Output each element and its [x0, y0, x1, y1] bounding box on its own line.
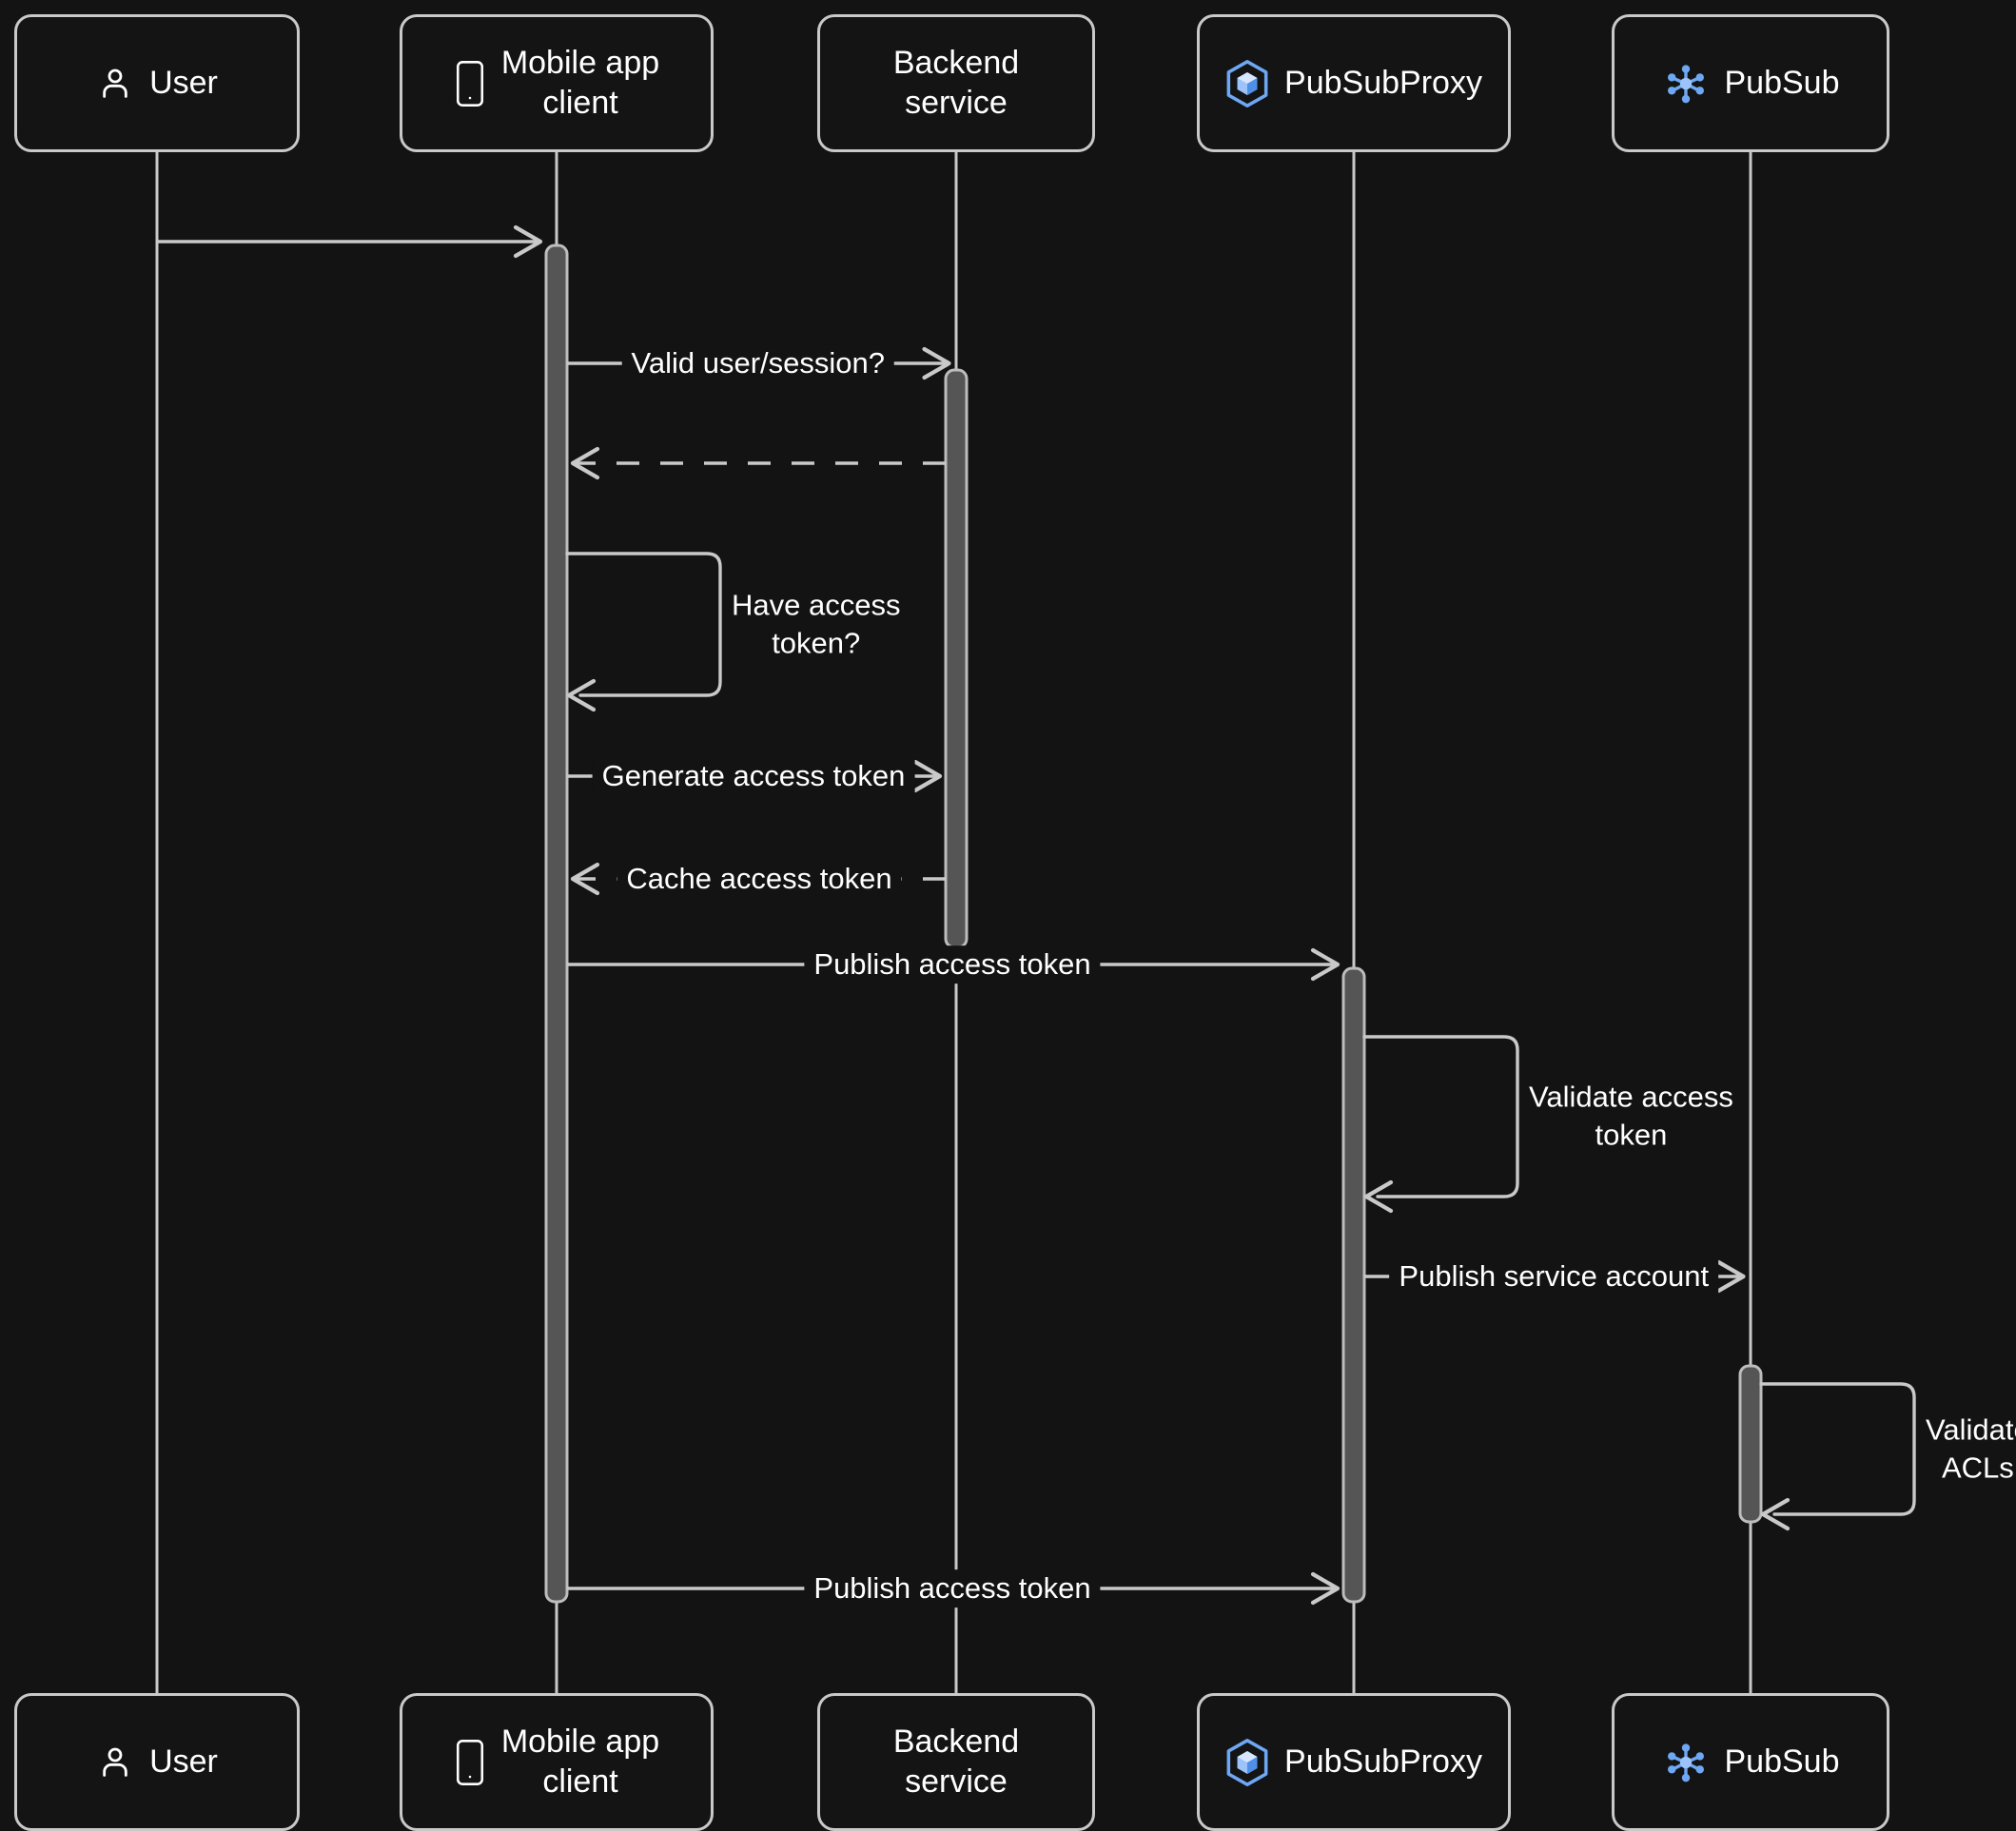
mobile-phone-icon — [454, 1738, 486, 1787]
message-label: Publish service account — [1389, 1257, 1719, 1295]
participant-box-proxy-top[interactable]: PubSubProxy — [1197, 14, 1511, 152]
participant-label-pubsub-top: PubSub — [1724, 64, 1840, 101]
person-icon — [96, 63, 134, 105]
mobile-phone-icon — [454, 59, 486, 108]
participant-label-pubsub-bottom: PubSub — [1724, 1743, 1840, 1780]
person-icon — [96, 1742, 134, 1783]
self-message-label: Validate access token — [1529, 1080, 1733, 1152]
participant-label-user-top: User — [149, 64, 218, 101]
participant-label-backend-top: Backend service — [892, 45, 1020, 121]
self-message-label: Have access token? — [732, 588, 901, 660]
pubsub-network-icon — [1662, 60, 1710, 107]
self-message-label: Validate ACLs — [1926, 1412, 2016, 1485]
participant-label-backend-bottom: Backend service — [892, 1724, 1020, 1800]
pubsub-network-icon — [1662, 1739, 1710, 1786]
participant-box-user-bottom[interactable]: User — [14, 1693, 300, 1831]
message-label: Generate access token — [592, 757, 915, 795]
participant-box-user-top[interactable]: User — [14, 14, 300, 152]
participant-box-backend-bottom[interactable]: Backend service — [817, 1693, 1095, 1831]
participant-box-mobile-bottom[interactable]: Mobile app client — [400, 1693, 714, 1831]
message-label: Publish access token — [804, 945, 1101, 984]
participant-box-proxy-bottom[interactable]: PubSubProxy — [1197, 1693, 1511, 1831]
hexagon-cube-icon — [1225, 59, 1269, 107]
participant-label-mobile-top: Mobile app client — [500, 45, 660, 121]
hexagon-cube-icon — [1225, 1738, 1269, 1786]
participant-box-backend-top[interactable]: Backend service — [817, 14, 1095, 152]
participant-label-proxy-bottom: PubSubProxy — [1284, 1743, 1482, 1780]
message-label: Publish access token — [804, 1569, 1101, 1607]
participant-box-pubsub-bottom[interactable]: PubSub — [1612, 1693, 1889, 1831]
participant-label-proxy-top: PubSubProxy — [1284, 64, 1482, 101]
participant-label-user-bottom: User — [149, 1743, 218, 1780]
participant-label-mobile-bottom: Mobile app client — [500, 1724, 660, 1800]
participant-box-mobile-top[interactable]: Mobile app client — [400, 14, 714, 152]
participant-box-pubsub-top[interactable]: PubSub — [1612, 14, 1889, 152]
message-label: Valid user/session? — [621, 344, 895, 382]
message-label: Cache access token — [617, 860, 902, 898]
